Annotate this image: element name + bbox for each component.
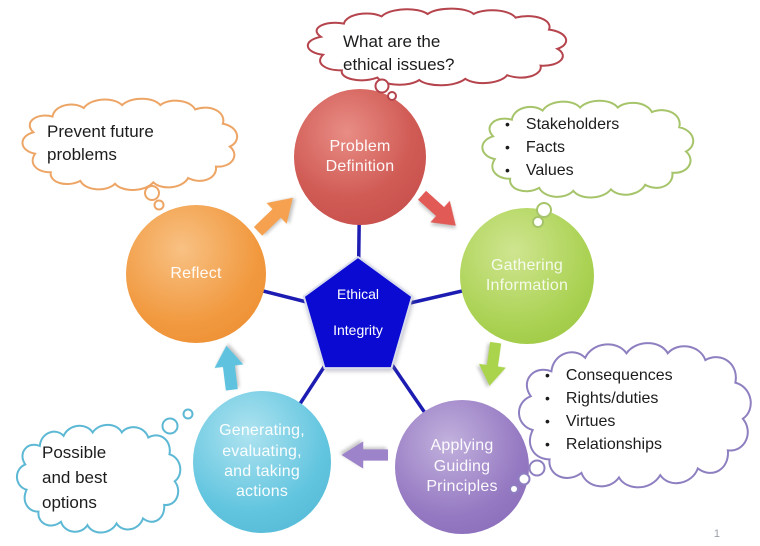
arrow-shape xyxy=(214,345,244,391)
cloud-consequences-list: • Consequences • Rights/duties • Virtues… xyxy=(545,364,673,456)
cloud-stakeholders-list: • Stakeholders • Facts • Values xyxy=(505,113,619,182)
pentagon-label-line1: Ethical xyxy=(336,286,380,302)
cloud-prevent-future-problems-text: Prevent future problems xyxy=(47,122,154,164)
arrow-shape xyxy=(341,441,388,469)
cloud-possible-best-options-text: Possible and best options xyxy=(42,443,108,512)
pentagon-ethical-integrity xyxy=(302,256,414,370)
circle-generating-evaluating-label: Generating, evaluating, and taking actio… xyxy=(219,422,305,501)
bullet-icon: • xyxy=(545,367,550,383)
circle-applying-guiding-principles-label: Applying Guiding Principles xyxy=(426,437,498,496)
list-item: • Virtues xyxy=(545,410,673,433)
list-item-text: Consequences xyxy=(565,367,673,384)
cloud-outline xyxy=(519,343,751,487)
cloud-outline xyxy=(22,99,237,190)
cloud-possible-best-options-tail-icon xyxy=(161,408,194,435)
cloud-outline xyxy=(17,425,180,533)
cloud-consequences xyxy=(512,342,756,500)
arrow-generating-to-reflect-icon xyxy=(214,345,244,391)
list-item: • Values xyxy=(505,159,619,182)
circle-reflect: Reflect xyxy=(126,205,266,343)
cloud-ethical-issues xyxy=(300,8,572,92)
list-item: • Stakeholders xyxy=(505,113,619,136)
cloud-stakeholders-facts-values xyxy=(476,100,698,206)
bullet-icon: • xyxy=(505,162,510,178)
arrow-shape xyxy=(418,190,456,226)
pentagon-shape xyxy=(302,256,414,370)
list-item: • Facts xyxy=(505,136,619,159)
circle-problem-definition-label: Problem Definition xyxy=(325,137,395,175)
circle-applying-guiding-principles: Applying Guiding Principles xyxy=(395,400,529,534)
arrow-problem-to-gathering-icon xyxy=(418,190,456,226)
list-item-text: Virtues xyxy=(565,413,616,430)
cloud-possible-best-options xyxy=(12,424,184,542)
tail-bubble xyxy=(144,185,160,201)
cloud-stakeholders-tail-icon xyxy=(532,202,552,228)
bullet-icon: • xyxy=(505,139,510,155)
circle-reflect-label: Reflect xyxy=(170,264,222,282)
cloud-prevent-future-problems-tail-icon xyxy=(144,185,165,211)
list-item: • Rights/duties xyxy=(545,387,673,410)
pentagon-label-line2: Integrity xyxy=(333,322,383,338)
cloud-prevent-future-problems xyxy=(16,98,242,198)
circle-gathering-information-label: Gathering Information xyxy=(485,256,569,294)
bullet-icon: • xyxy=(545,436,550,452)
arrow-shape xyxy=(478,341,506,386)
tail-bubble xyxy=(387,91,397,101)
bullet-icon: • xyxy=(545,390,550,406)
tail-bubble xyxy=(161,417,179,435)
arrow-applying-to-generating-icon xyxy=(341,441,388,469)
list-item-text: Rights/duties xyxy=(565,390,659,407)
cloud-outline xyxy=(308,9,566,86)
tail-bubble xyxy=(532,216,544,228)
list-item: • Consequences xyxy=(545,364,673,387)
list-item-text: Facts xyxy=(525,139,566,156)
circle-generating-evaluating: Generating, evaluating, and taking actio… xyxy=(193,391,331,533)
cloud-ethical-issues-tail-icon xyxy=(374,78,397,101)
cloud-ethical-issues-text: What are the ethical issues? xyxy=(343,32,455,74)
page-number: 1 xyxy=(713,528,720,540)
cloud-consequences-tail-icon xyxy=(509,459,546,494)
circle-problem-definition: Problem Definition xyxy=(294,89,426,225)
arrow-gathering-to-applying-icon xyxy=(478,341,506,386)
arrow-shape xyxy=(253,197,293,236)
tail-bubble xyxy=(153,199,165,211)
cloud-outline xyxy=(482,101,693,198)
tail-bubble xyxy=(517,472,531,486)
circle-gathering-information: Gathering Information xyxy=(460,208,594,344)
bullet-icon: • xyxy=(545,413,550,429)
list-item-text: Values xyxy=(525,162,574,179)
list-item-text: Stakeholders xyxy=(525,116,620,133)
tail-bubble xyxy=(536,202,552,218)
bullet-icon: • xyxy=(505,116,510,132)
tail-bubble xyxy=(374,78,390,94)
list-item-text: Relationships xyxy=(565,436,662,453)
tail-bubble xyxy=(182,408,194,420)
arrow-reflect-to-problem-icon xyxy=(253,197,293,236)
tail-bubble xyxy=(509,484,519,494)
list-item: • Relationships xyxy=(545,433,673,456)
tail-bubble xyxy=(528,459,546,477)
